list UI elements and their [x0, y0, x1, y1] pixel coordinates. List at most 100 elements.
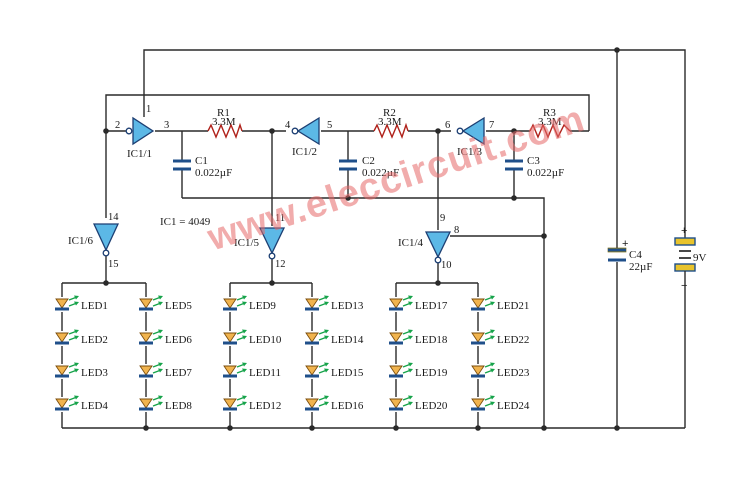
capacitor-c2 [339, 159, 357, 171]
led-label: LED5 [165, 300, 192, 312]
led-label: LED4 [81, 400, 108, 412]
led-label: LED20 [415, 400, 448, 412]
light-arrow-head [242, 395, 247, 400]
gate-labels: IC1/1 IC1/2 IC1/3 IC1/4 IC1/5 IC1/6 [68, 146, 483, 249]
light-arrow-head [74, 401, 79, 406]
gate-ic1-5 [258, 227, 286, 260]
pin-5: 5 [327, 120, 332, 131]
led-label: LED7 [165, 367, 192, 379]
light-arrow-head [324, 368, 329, 373]
led-body [139, 298, 153, 309]
light-arrow-head [74, 329, 79, 334]
pin-numbers: 1 2 3 4 5 6 7 8 9 10 11 12 14 15 [108, 104, 494, 271]
resistor-r2 [373, 122, 409, 139]
light-arrow-head [324, 335, 329, 340]
led-led23: LED23 [471, 362, 530, 379]
gate-ic1-3 [456, 116, 485, 146]
led-label: LED6 [165, 334, 192, 346]
gate-label-ic1-6: IC1/6 [68, 235, 94, 247]
light-arrow-head [490, 368, 495, 373]
led-led14: LED14 [305, 329, 364, 346]
pin-7: 7 [489, 120, 494, 131]
light-arrow-head [324, 362, 329, 367]
light-arrow-head [74, 301, 79, 306]
light-arrow-head [242, 401, 247, 406]
light-arrow-head [490, 362, 495, 367]
led-body [305, 332, 319, 343]
led-led2: LED2 [55, 329, 108, 346]
light-arrow-head [490, 301, 495, 306]
led-array: LED1LED2LED3LED4LED5LED6LED7LED8LED9LED1… [55, 283, 530, 428]
c2-name: C2 [362, 155, 375, 167]
led-led5: LED5 [139, 295, 192, 312]
led-led7: LED7 [139, 362, 192, 379]
battery-plus-sign: + [681, 225, 687, 237]
r3-name: R3 [543, 107, 556, 119]
c4-value: 22µF [629, 261, 652, 273]
light-arrow-head [242, 335, 247, 340]
r2-value: 3.3M [378, 116, 402, 128]
led-label: LED16 [331, 400, 364, 412]
capacitor-c1 [173, 159, 191, 171]
r1-name: R1 [217, 107, 230, 119]
battery-minus-sign: − [681, 280, 687, 292]
light-arrow-head [158, 301, 163, 306]
light-arrow-head [490, 329, 495, 334]
r2-name: R2 [383, 107, 396, 119]
light-arrow-head [408, 301, 413, 306]
c4-plus-sign: + [622, 238, 628, 250]
battery-voltage-label: 9V [693, 252, 707, 264]
pin-8: 8 [454, 225, 459, 236]
light-arrow-head [490, 395, 495, 400]
light-arrow-head [408, 329, 413, 334]
led-label: LED1 [81, 300, 108, 312]
c4-name: C4 [629, 249, 642, 261]
r1-value: 3.3M [212, 116, 236, 128]
led-body [471, 332, 485, 343]
junction-dots [103, 47, 620, 431]
led-body [55, 298, 69, 309]
led-led4: LED4 [55, 395, 108, 412]
led-led19: LED19 [389, 362, 448, 379]
light-arrow-head [324, 329, 329, 334]
light-arrow-head [242, 362, 247, 367]
light-arrow-head [408, 395, 413, 400]
light-arrow-head [408, 362, 413, 367]
led-led12: LED12 [223, 395, 281, 412]
led-label: LED23 [497, 367, 530, 379]
led-led20: LED20 [389, 395, 448, 412]
gate-ic1-1 [125, 116, 155, 146]
led-label: LED12 [249, 400, 281, 412]
gate-label-ic1-3: IC1/3 [457, 146, 483, 158]
led-label: LED19 [415, 367, 448, 379]
led-label: LED15 [331, 367, 364, 379]
capacitor-c4: + [607, 238, 628, 262]
led-body [55, 398, 69, 409]
led-label: LED17 [415, 300, 448, 312]
light-arrow-head [158, 362, 163, 367]
c3-value: 0.022µF [527, 167, 564, 179]
led-label: LED13 [331, 300, 364, 312]
gate-label-ic1-5: IC1/5 [234, 237, 260, 249]
light-arrow-head [158, 329, 163, 334]
led-led9: LED9 [223, 295, 276, 312]
pin-12: 12 [275, 259, 286, 270]
led-led3: LED3 [55, 362, 108, 379]
gate-ic1-2 [291, 116, 320, 146]
led-body [471, 365, 485, 376]
led-label: LED18 [415, 334, 448, 346]
light-arrow-head [490, 295, 495, 300]
led-body [223, 332, 237, 343]
led-led10: LED10 [223, 329, 282, 346]
light-arrow-head [158, 295, 163, 300]
led-label: LED2 [81, 334, 108, 346]
gate-ic1-4 [424, 231, 452, 264]
light-arrow-head [158, 395, 163, 400]
led-label: LED24 [497, 400, 530, 412]
battery-9v: + − 9V [674, 225, 707, 292]
pin-15: 15 [108, 259, 119, 270]
led-body [223, 365, 237, 376]
led-led13: LED13 [305, 295, 364, 312]
led-led17: LED17 [389, 295, 448, 312]
